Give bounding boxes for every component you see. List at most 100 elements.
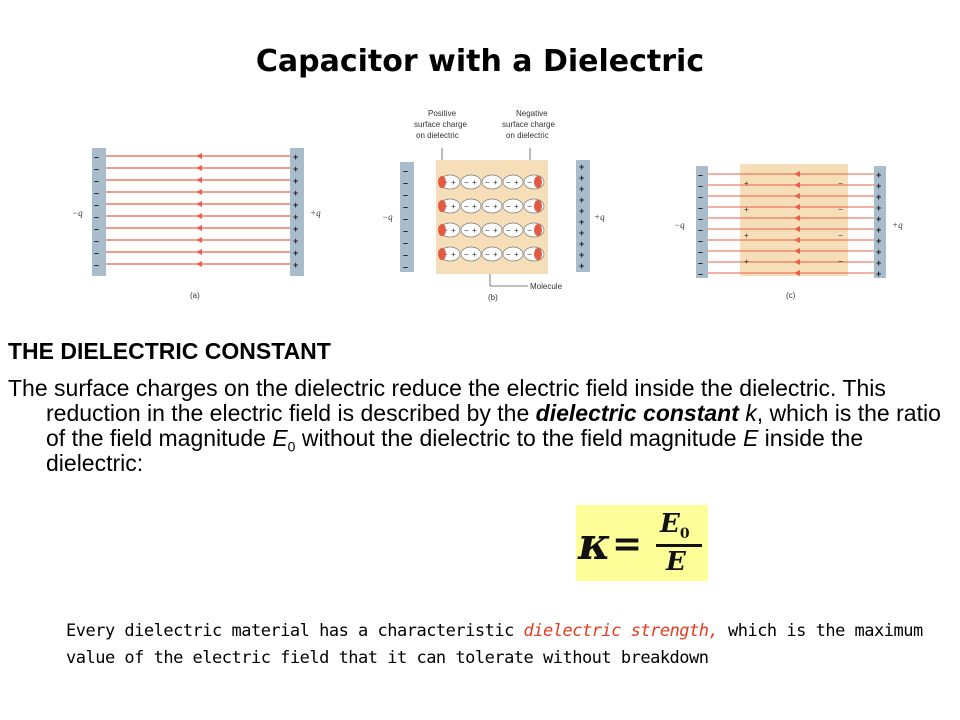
kappa-symbol: κ — [578, 519, 611, 570]
dielectric-constant-term: dielectric constant — [535, 400, 739, 426]
induced-minus: − — [838, 205, 843, 214]
molecule — [481, 174, 503, 190]
plus-charge: + — [579, 162, 584, 172]
minus-charge: – — [403, 262, 408, 272]
minus-charge: – — [403, 214, 408, 224]
negative-plate — [400, 162, 414, 272]
molecule-minus: − — [464, 178, 469, 187]
induced-minus: − — [838, 231, 843, 240]
field-arrow — [794, 204, 800, 210]
right-charge-label: +q — [594, 212, 605, 222]
plus-charge: + — [293, 152, 298, 162]
molecule-minus: − — [527, 250, 532, 259]
negative-surface-charge — [534, 248, 542, 260]
field-arrow — [196, 189, 202, 195]
molecule-minus: − — [506, 178, 511, 187]
molecule-plus: + — [472, 250, 477, 259]
plus-charge: + — [579, 261, 584, 271]
negative-surface-charge — [534, 176, 542, 188]
induced-minus: − — [838, 179, 843, 188]
plate-charges: –––––––––++++++++++ — [403, 162, 584, 272]
induced-plus: + — [744, 231, 749, 240]
field-arrow — [196, 177, 202, 183]
minus-charge: – — [698, 181, 703, 191]
positive-plate — [576, 160, 590, 272]
molecule-minus: − — [527, 226, 532, 235]
plus-charge: + — [876, 203, 881, 213]
minus-charge: – — [698, 203, 703, 213]
positive-surface-charge-label: Positive surface charge on dielectric — [414, 109, 469, 140]
slide-title: Capacitor with a Dielectric — [255, 44, 705, 79]
molecule-minus: − — [485, 250, 490, 259]
plus-charge: + — [293, 164, 298, 174]
plus-charge: + — [293, 260, 298, 270]
molecule-minus: − — [485, 226, 490, 235]
field-lines — [106, 153, 290, 267]
minus-charge: – — [94, 248, 99, 258]
plus-charge: + — [876, 192, 881, 202]
plus-charge: + — [579, 206, 584, 216]
molecule — [481, 246, 503, 262]
molecule-minus: − — [527, 178, 532, 187]
field-lines — [708, 171, 874, 276]
molecule-minus: − — [464, 202, 469, 211]
molecule-minus: − — [464, 226, 469, 235]
right-charge-label: +q — [310, 208, 321, 218]
negative-surface-charge-label: Negative surface charge on dielectric — [502, 109, 557, 140]
plus-charge: + — [579, 195, 584, 205]
minus-charge: – — [403, 226, 408, 236]
negative-plate — [696, 166, 708, 278]
minus-charge: – — [698, 225, 703, 235]
plus-charge: + — [293, 224, 298, 234]
plus-charge: + — [876, 170, 881, 180]
figure-b: Positive surface charge on dielectric Ne… — [382, 109, 605, 302]
dielectric-constant-formula: κ = E0 E — [576, 505, 708, 581]
field-arrow — [794, 259, 800, 265]
positive-plate — [874, 166, 886, 278]
field-arrow — [794, 215, 800, 221]
molecule-plus: + — [493, 178, 498, 187]
left-charge-label: −q — [382, 212, 393, 222]
molecule-minus: − — [485, 178, 490, 187]
field-arrow — [794, 237, 800, 243]
formula-numerator: E0 — [660, 509, 690, 543]
molecule-plus: + — [451, 202, 456, 211]
section-heading: THE DIELECTRIC CONSTANT — [8, 338, 331, 364]
molecule-plus: + — [451, 178, 456, 187]
molecule-label: Molecule — [530, 282, 563, 291]
plus-charge: + — [293, 212, 298, 222]
molecule-plus: + — [493, 226, 498, 235]
formula-denominator: E — [666, 547, 686, 577]
molecule — [502, 198, 524, 214]
field-arrow — [794, 248, 800, 254]
minus-charge: – — [94, 176, 99, 186]
plus-charge: + — [579, 250, 584, 260]
field-arrow — [196, 165, 202, 171]
minus-charge: – — [94, 260, 99, 270]
molecule — [460, 174, 482, 190]
plus-charge: + — [293, 188, 298, 198]
plus-charge: + — [876, 269, 881, 279]
minus-charge: – — [403, 190, 408, 200]
fraction-bar — [656, 544, 702, 547]
molecule-plus: + — [514, 202, 519, 211]
polarized-molecules: −+−+−+−+−+−+−+−+−+−+−+−+−+−+−+−+−+−+−+−+ — [438, 174, 545, 262]
molecule-minus: − — [485, 202, 490, 211]
plus-charge: + — [293, 200, 298, 210]
positive-surface-charge — [438, 224, 446, 236]
molecule-minus: − — [506, 202, 511, 211]
molecule — [502, 222, 524, 238]
plus-charge: + — [876, 236, 881, 246]
field-arrow — [196, 153, 202, 159]
induced-plus: + — [744, 205, 749, 214]
negative-surface-charge — [534, 200, 542, 212]
plus-charge: + — [579, 173, 584, 183]
minus-charge: – — [698, 236, 703, 246]
field-arrow — [196, 201, 202, 207]
molecule — [502, 174, 524, 190]
minus-charge: – — [698, 170, 703, 180]
field-arrow — [794, 182, 800, 188]
dielectric-strength-note: Every dielectric material has a characte… — [66, 621, 923, 668]
minus-charge: – — [94, 188, 99, 198]
plus-charge: + — [293, 248, 298, 258]
